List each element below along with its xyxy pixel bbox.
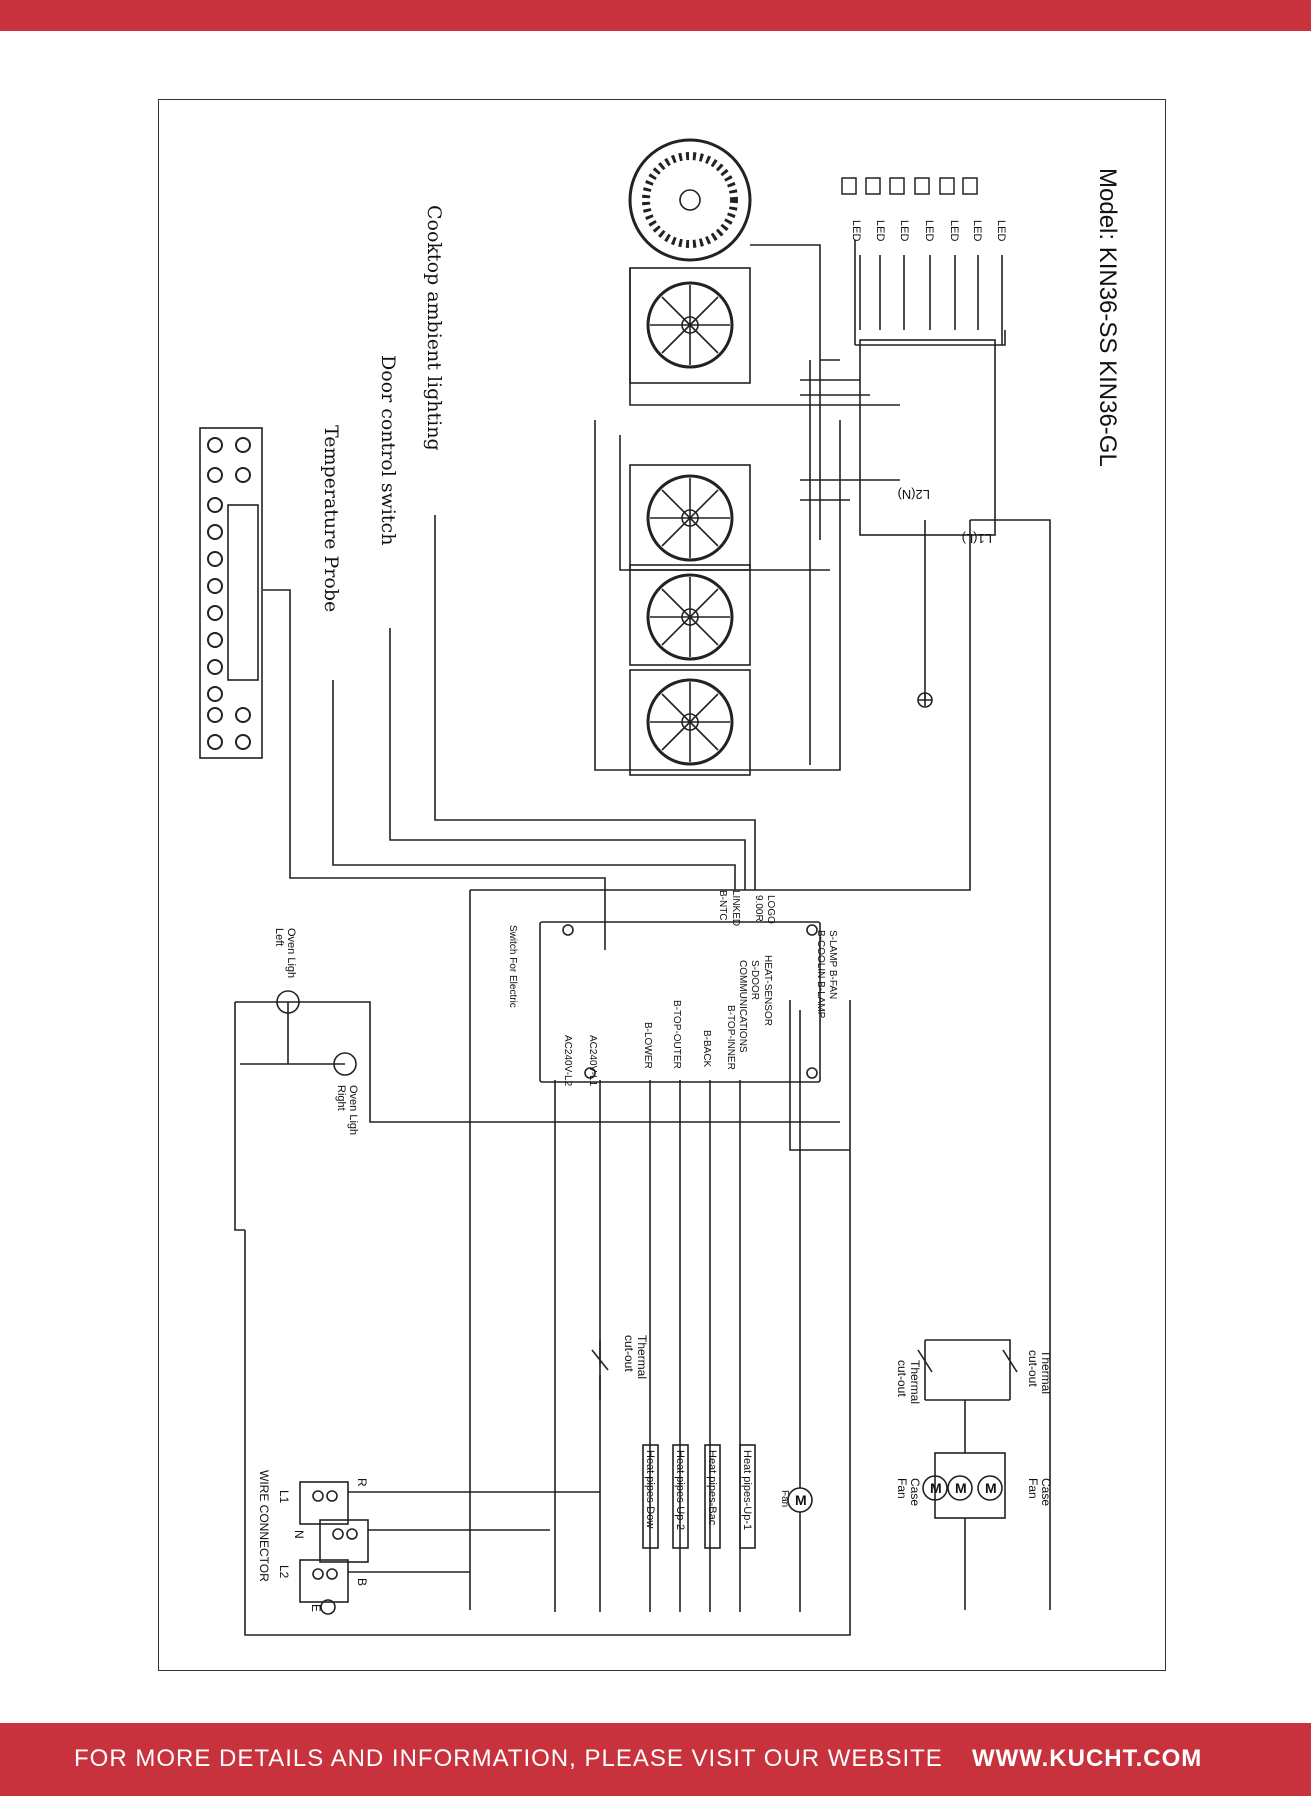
led-label-6: LED	[971, 220, 983, 241]
oven-light-left-label-1: Oven Ligh	[285, 928, 297, 978]
footer-bar: FOR MORE DETAILS AND INFORMATION, PLEASE…	[0, 1723, 1311, 1796]
heat-pipe-up-2-label: Heat pipes-Up-2	[674, 1450, 686, 1530]
led-label-5: LED	[948, 220, 960, 241]
oven-fan-label: Fan	[779, 1490, 790, 1507]
board-logo: LOGO	[765, 895, 776, 924]
burner-large	[628, 138, 752, 262]
heat-pipe-up-1	[739, 1444, 756, 1549]
burner-3	[629, 464, 751, 571]
board-switch-electric: Switch For Electric	[507, 925, 518, 1008]
wire-connector-r-label: R	[355, 1478, 369, 1487]
burner-4	[629, 564, 751, 666]
case-fan-motor-2-symbol: M	[955, 1480, 967, 1496]
cooktop-control-board	[859, 339, 996, 536]
wire-connector-b-label: B	[355, 1578, 369, 1586]
board-s-lamp-b-fan: S-LAMP B-FAN	[827, 930, 838, 999]
thermal-cutout-a-1: Thermal	[1039, 1350, 1053, 1394]
model-title: Model: KIN36-SS KIN36-GL	[1094, 168, 1121, 467]
case-fan-motor-1-symbol: M	[985, 1480, 997, 1496]
l2n-label: L2(N)	[897, 487, 930, 502]
heat-pipe-up-1-label: Heat pipes-Up-1	[741, 1450, 753, 1530]
oven-fan-motor-symbol: M	[795, 1492, 807, 1508]
wire-connector-n-label: N	[292, 1530, 306, 1539]
footer-text: FOR MORE DETAILS AND INFORMATION, PLEASE…	[74, 1745, 943, 1772]
board-s-door: S-DOOR	[749, 960, 760, 1000]
thermal-cutout-oven-1: Thermal	[635, 1335, 649, 1379]
wire-connector-l1	[299, 1481, 349, 1525]
top-brand-bar	[0, 0, 1311, 31]
board-bntc: B-NTC	[717, 890, 728, 921]
thermal-cutout-b-1: Thermal	[908, 1360, 922, 1404]
heat-pipe-up-2	[672, 1444, 689, 1549]
oven-light-left-label-2: Left	[273, 928, 285, 946]
callout-temperature-probe: Temperature Probe	[320, 425, 342, 612]
board-heat-sensor: HEAT-SENSOR	[762, 955, 773, 1026]
wire-connector-l2-label: L2	[277, 1565, 291, 1579]
heat-pipe-back-label: Heat pipes-Bac	[706, 1450, 718, 1526]
burner-2	[629, 267, 751, 384]
board-b-back: B-BACK	[701, 1030, 712, 1068]
footer-website-link[interactable]: WWW.KUCHT.COM	[972, 1745, 1203, 1772]
wire-connector-e-label: E	[309, 1604, 323, 1612]
case-fan-label-a-2: Fan	[1026, 1478, 1040, 1499]
wire-connector-n	[319, 1519, 369, 1563]
thermal-cutout-oven-2: cut-out	[622, 1335, 636, 1372]
oven-light-right-label-1: Oven Ligh	[347, 1085, 359, 1135]
heat-pipe-back	[704, 1444, 721, 1549]
board-ac-l1: AC240V-L1	[587, 1035, 598, 1087]
board-b-coolin-b-lamp: B-COOLIN B-LAMP	[815, 930, 826, 1019]
board-communications: COMMUNICATIONS	[737, 960, 748, 1053]
oven-light-right-label-2: Right	[335, 1085, 347, 1111]
burner-5	[629, 669, 751, 776]
led-icons	[841, 177, 978, 195]
wire-connector-l2	[299, 1559, 349, 1603]
board-b-top-outer: B-TOP-OUTER	[671, 1000, 682, 1069]
board-linked: LINKED	[730, 890, 741, 926]
l1l-label: L1(L)	[962, 531, 992, 546]
board-ac-l2: AC240V-L2	[562, 1035, 573, 1087]
callout-door-switch: Door control switch	[377, 355, 399, 545]
terminal-block	[199, 427, 263, 759]
case-fan-label-a-1: Case	[1039, 1478, 1053, 1506]
led-label-3: LED	[898, 220, 910, 241]
wire-connector-l1-label: L1	[277, 1490, 291, 1504]
board-gb: 9.00R	[753, 895, 764, 922]
led-label-4: LED	[923, 220, 935, 241]
diagram-frame	[158, 99, 1166, 1671]
case-fan-motor-3-symbol: M	[930, 1480, 942, 1496]
case-fan-label-b-2: Fan	[895, 1478, 909, 1499]
terminal-block-pins	[207, 437, 251, 750]
led-label-2: LED	[874, 220, 886, 241]
heat-pipe-down-label: Heat pipes-Dow	[644, 1450, 656, 1528]
thermal-cutout-b-2: cut-out	[895, 1360, 909, 1397]
led-label-1: LED	[850, 220, 862, 241]
led-label-7: LED	[995, 220, 1007, 241]
wire-connector-title: WIRE CONNECTOR	[257, 1470, 271, 1582]
thermal-cutout-a-2: cut-out	[1026, 1350, 1040, 1387]
heat-pipe-down	[642, 1444, 659, 1549]
board-b-lower: B-LOWER	[642, 1022, 653, 1069]
board-b-top-inner: B-TOP-INNER	[725, 1005, 736, 1070]
case-fan-label-b-1: Case	[908, 1478, 922, 1506]
callout-ambient-lighting: Cooktop ambient lighting	[423, 205, 445, 451]
